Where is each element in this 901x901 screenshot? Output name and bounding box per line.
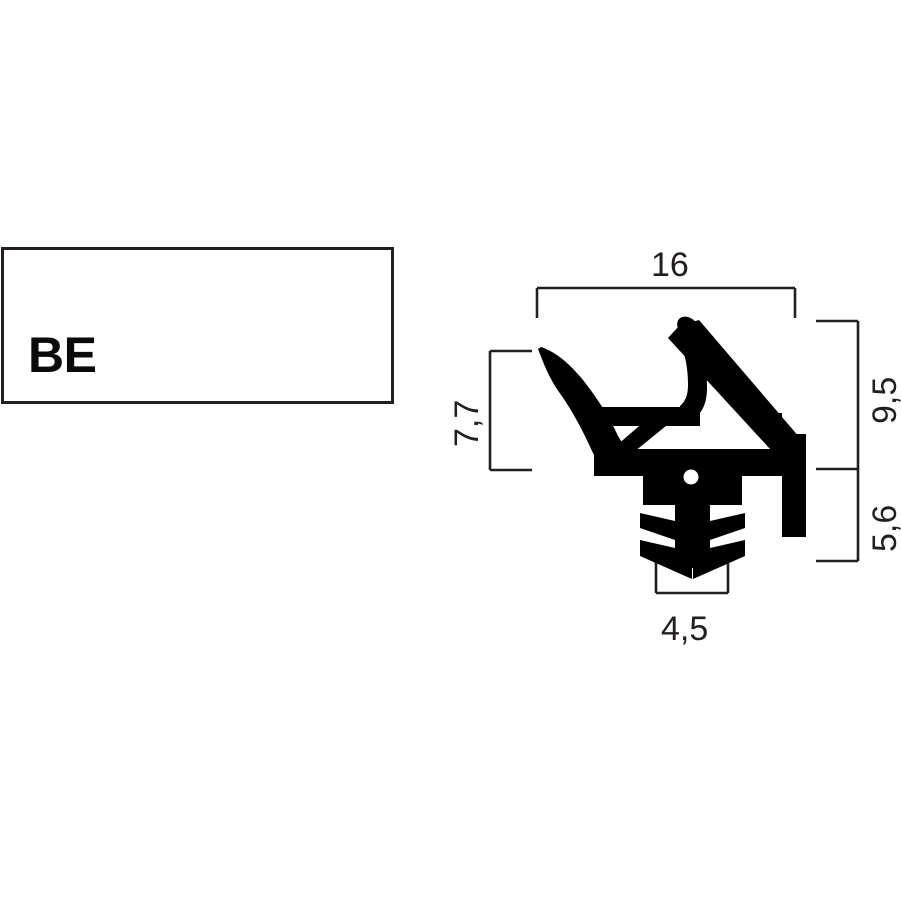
profile-silhouette xyxy=(538,316,806,579)
dimension-label-5-6: 5,6 xyxy=(866,504,901,552)
dimension-label-9-5: 9,5 xyxy=(866,376,901,424)
dimension-label-16: 16 xyxy=(651,246,689,284)
color-swatch: BE xyxy=(1,247,394,404)
swatch-label: BE xyxy=(28,327,97,383)
dimension-label-4-5: 4,5 xyxy=(661,610,709,648)
dimension-height-left xyxy=(488,349,532,472)
profile-bore-hole xyxy=(683,469,699,485)
dimension-height-right xyxy=(816,319,860,563)
dimension-label-7-7: 7,7 xyxy=(448,399,486,447)
dimension-width-top xyxy=(535,286,797,318)
